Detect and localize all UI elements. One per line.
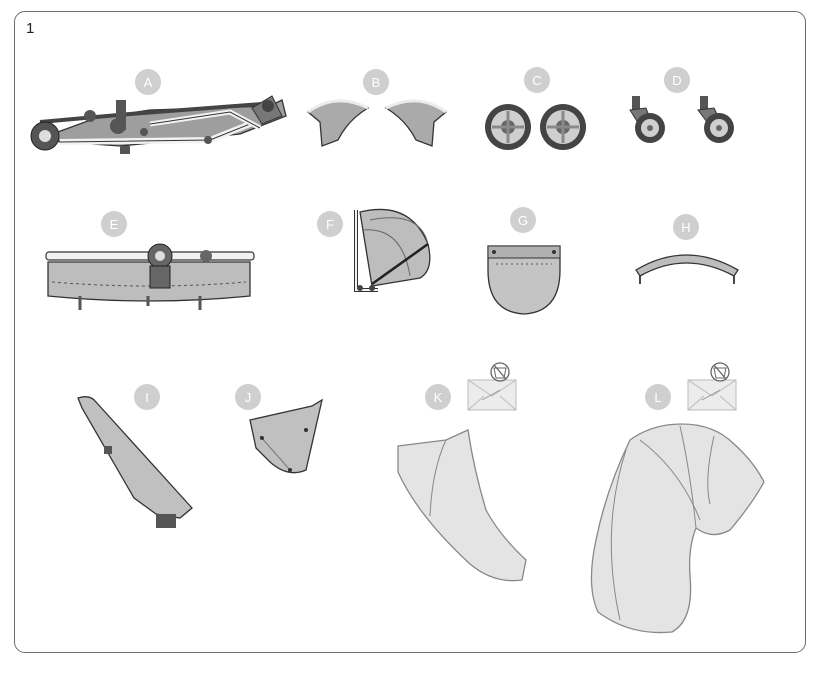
label-h: H xyxy=(681,220,690,235)
label-j: J xyxy=(245,390,252,405)
label-l: L xyxy=(654,390,661,405)
badge-j xyxy=(235,384,261,410)
rear-wheel-left xyxy=(483,102,533,152)
badge-i xyxy=(134,384,160,410)
part-j-cushion: J xyxy=(235,384,323,474)
badge-k xyxy=(425,384,451,410)
no-washing-machine-icon xyxy=(490,362,510,382)
part-l-rain-cover-large: L xyxy=(590,362,765,634)
badge-g xyxy=(510,207,536,233)
part-k-rain-cover: K xyxy=(397,362,527,582)
badge-a xyxy=(135,69,161,95)
badge-c xyxy=(524,67,550,93)
envelope-icon xyxy=(687,379,737,411)
label-k: K xyxy=(434,390,443,405)
label-i: I xyxy=(145,390,149,405)
label-c: C xyxy=(532,73,541,88)
label-f: F xyxy=(326,217,334,232)
label-b: B xyxy=(372,75,381,90)
step-number: 1 xyxy=(26,20,35,37)
label-e: E xyxy=(110,217,119,232)
envelope-icon xyxy=(467,379,517,411)
part-i-seat-liner: I xyxy=(77,384,193,528)
instruction-panel-frame xyxy=(14,11,806,653)
part-h-bumper-bar: H xyxy=(635,214,739,284)
badge-b xyxy=(363,69,389,95)
badge-f xyxy=(317,211,343,237)
part-a-folded-chassis: A xyxy=(30,69,287,154)
label-d: D xyxy=(672,73,681,88)
badge-e xyxy=(101,211,127,237)
part-f-canopy: F xyxy=(317,208,431,292)
no-washing-machine-icon xyxy=(710,362,730,382)
label-a: A xyxy=(144,75,153,90)
part-b-side-panels: B xyxy=(306,69,448,147)
part-g-apron: G xyxy=(487,207,561,315)
badge-l xyxy=(645,384,671,410)
rear-wheel-right xyxy=(538,102,588,152)
badge-d xyxy=(664,67,690,93)
badge-h xyxy=(673,214,699,240)
part-c-rear-wheels: C xyxy=(483,67,588,152)
part-e-seat-unit: E xyxy=(45,211,255,310)
part-d-front-wheels: D xyxy=(629,67,734,143)
label-g: G xyxy=(518,213,528,228)
